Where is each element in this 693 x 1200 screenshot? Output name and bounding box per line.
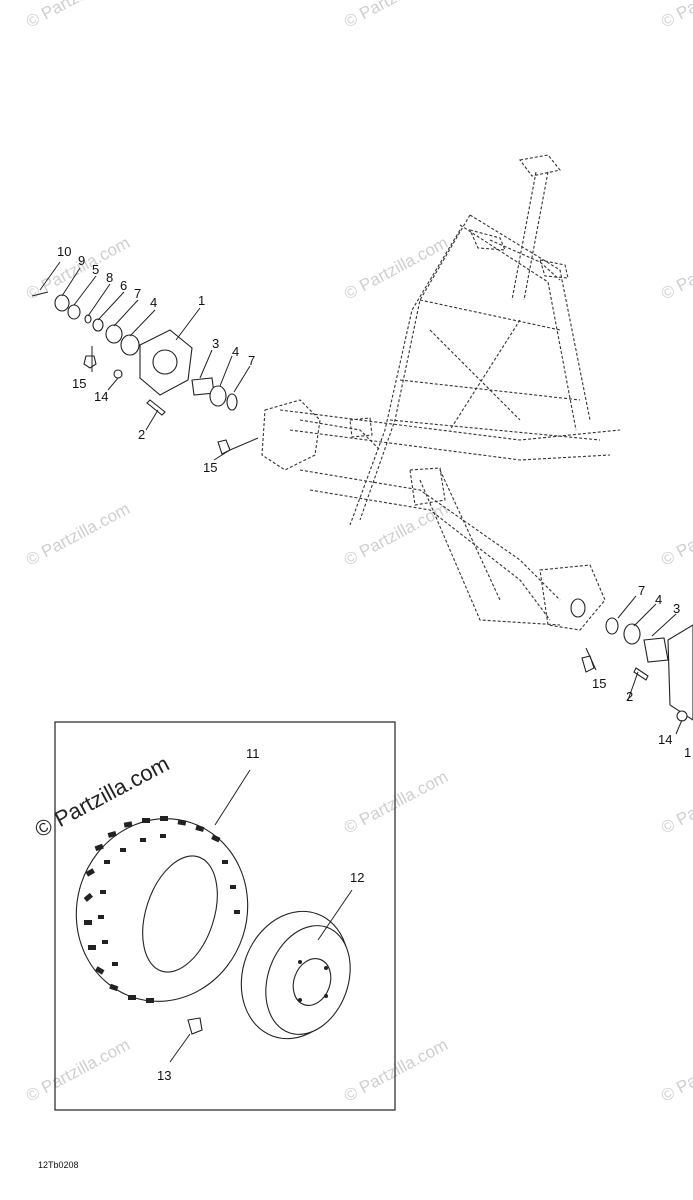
- watermark: © Partzilla.com: [658, 767, 693, 838]
- watermark: © Partzilla.com: [341, 767, 451, 838]
- leader-line: [317, 889, 353, 941]
- callout-3: 3: [673, 601, 680, 616]
- reference-code: 12Tb0208: [38, 1160, 79, 1170]
- callout-2: 2: [626, 689, 633, 704]
- atv-frame: [261, 154, 621, 631]
- callout-3: 3: [212, 336, 219, 351]
- watermark: © Partzilla.com: [341, 1035, 451, 1106]
- watermark: © Partzilla.com: [658, 0, 693, 32]
- watermark: © Partzilla.com: [23, 1035, 133, 1106]
- right-hub-assembly: [570, 598, 693, 722]
- callout-7: 7: [638, 583, 645, 598]
- leader-lines: [39, 261, 683, 735]
- rim: [240, 910, 351, 1040]
- callout-14: 14: [94, 389, 108, 404]
- callout-1: 1: [684, 745, 691, 760]
- watermark: © Partzilla.com: [23, 233, 133, 304]
- valve-stem: [187, 1017, 203, 1035]
- watermark: © Partzilla.com: [658, 233, 693, 304]
- callout-1: 1: [198, 293, 205, 308]
- callout-15: 15: [203, 460, 217, 475]
- callout-10: 10: [57, 244, 71, 259]
- watermark: © Partzilla.com: [341, 0, 451, 32]
- watermark: © Partzilla.com: [23, 499, 133, 570]
- callout-5: 5: [92, 262, 99, 277]
- callout-7: 7: [248, 353, 255, 368]
- callout-9: 9: [78, 253, 85, 268]
- left-hub-assembly: [31, 291, 238, 455]
- callout-14: 14: [658, 732, 672, 747]
- tire: [75, 816, 249, 1003]
- callout-4: 4: [150, 295, 157, 310]
- leader-line: [169, 1033, 191, 1063]
- watermark: © Partzilla.com: [341, 233, 451, 304]
- callout-7: 7: [134, 286, 141, 301]
- inset-frame: [54, 721, 396, 1111]
- callout-labels: 10 9 5 8 6 7 4 1 15 14 2 3 4 7 15 7 4 3 …: [57, 244, 691, 1083]
- callout-15: 15: [72, 376, 86, 391]
- wheel-inset: © Partzilla.com: [31, 721, 396, 1111]
- callout-15: 15: [592, 676, 606, 691]
- callout-4: 4: [655, 592, 662, 607]
- callout-8: 8: [106, 270, 113, 285]
- callout-2: 2: [138, 427, 145, 442]
- watermark: © Partzilla.com: [341, 499, 451, 570]
- callout-11: 11: [246, 746, 260, 761]
- callout-13: 13: [157, 1068, 171, 1083]
- callout-12: 12: [350, 870, 364, 885]
- callout-6: 6: [120, 278, 127, 293]
- watermark: © Partzilla.com: [658, 1035, 693, 1106]
- callout-4: 4: [232, 344, 239, 359]
- watermark: © Partzilla.com: [23, 0, 133, 32]
- leader-line: [214, 769, 251, 826]
- watermark: © Partzilla.com: [658, 499, 693, 570]
